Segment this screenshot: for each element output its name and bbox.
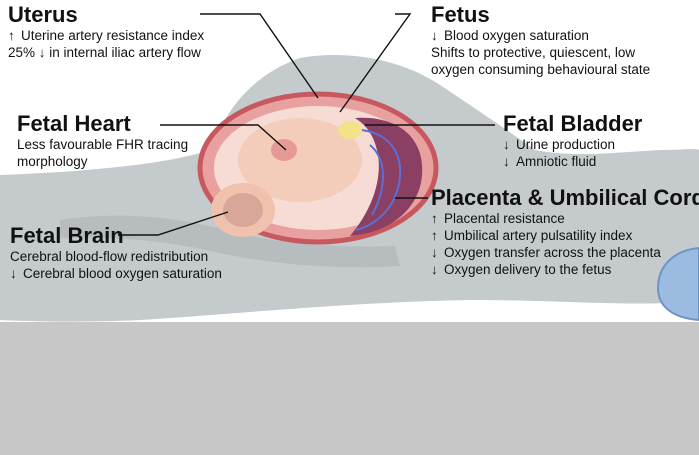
fetal-bladder-label: Fetal Bladder ↓Urine production ↓Amnioti… — [503, 112, 642, 170]
down-arrow-icon: ↓ — [431, 262, 438, 277]
fetal-heart-label: Fetal Heart Less favourable FHR tracing … — [17, 112, 188, 170]
uterus-line: 25% ↓ in internal iliac artery flow — [8, 45, 201, 60]
fetal-bladder — [338, 121, 362, 139]
placenta-cord-line: ↓Oxygen delivery to the fetus — [431, 262, 612, 277]
down-arrow-icon: ↓ — [10, 266, 17, 281]
fetus-title: Fetus — [431, 2, 490, 27]
placenta-cord-line: ↑Umbilical artery pulsatility index — [431, 228, 633, 243]
placenta — [350, 117, 423, 236]
fetus-leader-line — [339, 13, 412, 113]
fetal-bladder-line: ↓Amniotic fluid — [503, 154, 597, 169]
down-arrow-icon: ↓ — [503, 137, 510, 152]
down-arrow-icon: ↓ — [431, 245, 438, 260]
fetal-brain-label: Fetal Brain Cerebral blood-flow redistri… — [10, 224, 222, 282]
placenta-cord-label: Placenta & Umbilical Cord ↑Placental res… — [431, 186, 699, 278]
umbilical-vessels — [355, 129, 402, 231]
uterus-label: Uterus ↑Uterine artery resistance index … — [8, 3, 204, 61]
fetus-line: ↓Blood oxygen saturation — [431, 28, 589, 43]
floor — [0, 322, 699, 455]
pillow — [656, 246, 699, 322]
down-arrow-icon: ↓ — [431, 28, 438, 43]
fetal-heart-line: morphology — [17, 154, 88, 169]
uterus-leader-line — [200, 13, 319, 99]
down-arrow-icon: ↓ — [503, 154, 510, 169]
fetal-brain-title: Fetal Brain — [10, 223, 124, 248]
up-arrow-icon: ↑ — [431, 211, 438, 226]
up-arrow-icon: ↑ — [431, 228, 438, 243]
fetal-heart-title: Fetal Heart — [17, 111, 131, 136]
uterus-title: Uterus — [8, 2, 78, 27]
placenta-cord-line: ↑Placental resistance — [431, 211, 565, 226]
fetal-brain-line: ↓Cerebral blood oxygen saturation — [10, 266, 222, 281]
uterus-line: ↑Uterine artery resistance index — [8, 28, 205, 43]
fetus-body — [238, 118, 362, 202]
fetus-line: Shifts to protective, quiescent, low — [431, 45, 636, 60]
fetal-brain-leader-line — [118, 211, 229, 236]
fetal-heart — [271, 139, 297, 161]
fetal-heart-leader-line — [160, 124, 287, 151]
fetal-bladder-title: Fetal Bladder — [503, 111, 643, 136]
fetus-label: Fetus ↓Blood oxygen saturation Shifts to… — [431, 3, 650, 78]
fetal-brain — [223, 193, 263, 227]
fetal-heart-line: Less favourable FHR tracing — [17, 137, 189, 152]
fetal-brain-line: Cerebral blood-flow redistribution — [10, 249, 209, 264]
placenta-cord-title: Placenta & Umbilical Cord — [431, 185, 699, 210]
arm — [60, 215, 400, 268]
up-arrow-icon: ↑ — [8, 28, 15, 43]
fetus-line: oxygen consuming behavioural state — [431, 62, 651, 77]
fetal-bladder-line: ↓Urine production — [503, 137, 616, 152]
placenta-cord-line: ↓Oxygen transfer across the placenta — [431, 245, 661, 260]
